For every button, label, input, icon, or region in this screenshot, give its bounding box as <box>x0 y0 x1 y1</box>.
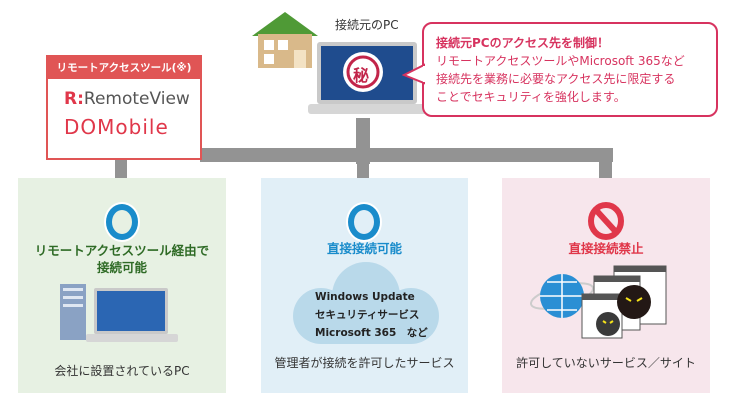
callout-line: ことでセキュリティを強化します。 <box>436 90 626 104</box>
cloud-line: Microsoft 365 など <box>315 327 428 339</box>
cloud-line: セキュリティサービス <box>315 309 420 321</box>
callout-pointer <box>401 63 427 91</box>
allowed-circle-icon <box>106 204 138 240</box>
panel-title: 直接接続禁止 <box>568 241 644 256</box>
remote-tools-header: リモートアクセスツール(※) <box>48 57 200 79</box>
connector-right <box>599 148 612 182</box>
globe-malware-icon <box>529 262 690 346</box>
source-pc-label: 接続元のPC <box>335 18 399 32</box>
laptop-icon: 秘 <box>308 40 428 118</box>
house-icon <box>250 8 320 68</box>
panel-title: 直接接続可能 <box>326 241 402 256</box>
panel-caption: 会社に設置されているPC <box>54 364 190 378</box>
panel-caption: 管理者が接続を許可したサービス <box>274 356 455 370</box>
callout-line: 接続先を業務に必要なアクセス先に限定する <box>436 72 676 86</box>
connector-middle <box>357 160 369 182</box>
panel-remote-access: リモートアクセスツール経由で接続可能 会社に設置されているPC <box>18 178 226 393</box>
remote-tools-box: リモートアクセスツール(※) R:RemoteView DOMobile <box>46 55 202 160</box>
connector-left <box>115 160 127 182</box>
cloud-icon: Windows Update セキュリティサービス Microsoft 365 … <box>291 258 441 348</box>
panel-direct-prohibited: 直接接続禁止 許可していないサービス／サイト <box>502 178 710 393</box>
callout-bubble: 接続元PCのアクセス先を制御！ リモートアクセスツールやMicrosoft 36… <box>422 22 718 117</box>
callout-title: 接続元PCのアクセス先を制御！ <box>436 36 610 50</box>
callout-line: リモートアクセスツールやMicrosoft 365など <box>436 54 685 68</box>
prohibited-icon <box>588 202 624 244</box>
allowed-circle-icon <box>348 204 380 240</box>
connector-horizontal <box>200 148 613 162</box>
panel-caption: 許可していないサービス／サイト <box>516 356 696 370</box>
panel-title: リモートアクセスツール経由で接続可能 <box>34 243 210 275</box>
dmobile-logo: DOMobile <box>64 115 169 139</box>
remoteview-logo: R:RemoteView <box>64 89 190 109</box>
panel-direct-allowed: 直接接続可能 Windows Update セキュリティサービス Microso… <box>261 178 468 393</box>
secret-badge: 秘 <box>353 66 370 85</box>
cloud-line: Windows Update <box>315 291 415 303</box>
server-laptop-icon <box>60 280 180 350</box>
